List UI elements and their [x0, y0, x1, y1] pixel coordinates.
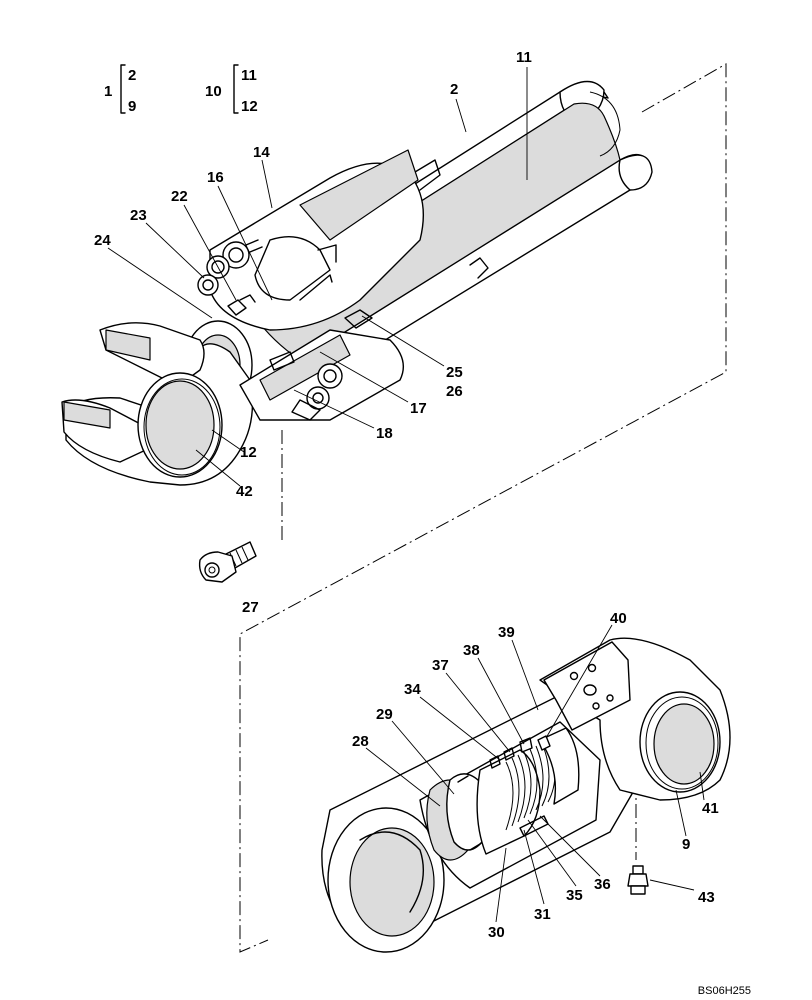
grease-nipple-part: [627, 865, 649, 895]
piston-internals: [426, 727, 580, 861]
group-child-label: 2: [128, 67, 136, 84]
callout-label: 28: [352, 733, 369, 750]
group-bracket-10: 10 11 12: [205, 64, 258, 115]
drawing-code: BS06H255: [698, 985, 751, 997]
cylinder-head-part: [209, 149, 425, 331]
group-parent-label: 10: [205, 83, 222, 100]
bolt-part: [198, 541, 257, 583]
callout-label: 16: [207, 169, 224, 186]
cylinder-bottom-part: [539, 637, 731, 801]
callout-label: 27: [242, 599, 259, 616]
callout-label: 25: [446, 364, 463, 381]
callout-label: 38: [463, 642, 480, 659]
callout-label: 31: [534, 906, 551, 923]
callout-labels: 11 2 14 16 22 23 24 25 26 17 18 12 42 27…: [94, 49, 719, 941]
callout-label: 14: [253, 144, 270, 161]
callout-label: 17: [410, 400, 427, 417]
callout-label: 24: [94, 232, 111, 249]
callout-label: 43: [698, 889, 715, 906]
group-child-label: 11: [241, 67, 257, 84]
callout-label: 36: [594, 876, 611, 893]
callout-label: 11: [516, 49, 532, 66]
group-child-label: 12: [241, 98, 258, 115]
callout-label: 9: [682, 836, 690, 853]
callout-label: 12: [240, 444, 257, 461]
callout-label: 41: [702, 800, 719, 817]
callout-label: 34: [404, 681, 421, 698]
leader-lines: [107, 67, 705, 923]
callout-label: 22: [171, 188, 188, 205]
callout-label: 29: [376, 706, 393, 723]
callout-label: 37: [432, 657, 449, 674]
callout-label: 40: [610, 610, 627, 627]
group-child-label: 9: [128, 98, 136, 115]
rod-piston-section: [239, 309, 404, 421]
head-seal-rings: [197, 239, 263, 316]
callout-label: 2: [450, 81, 458, 98]
callout-label: 42: [236, 483, 253, 500]
callout-label: 35: [566, 887, 583, 904]
callout-label: 30: [488, 924, 505, 941]
callout-label: 26: [446, 383, 463, 400]
rod-end-eye-part: [61, 320, 254, 486]
group-parent-label: 1: [104, 83, 112, 100]
callout-label: 23: [130, 207, 147, 224]
callout-label: 18: [376, 425, 393, 442]
callout-label: 39: [498, 624, 515, 641]
group-bracket-1: 1 2 9: [104, 64, 136, 115]
